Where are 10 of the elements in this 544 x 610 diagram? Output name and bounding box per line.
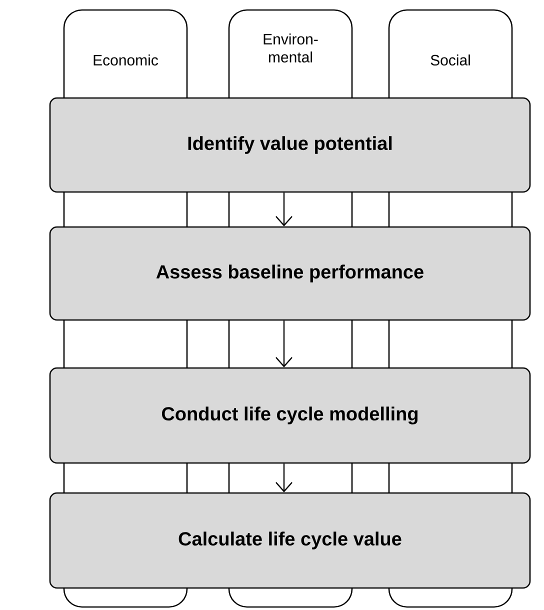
process-box: Identify value potential bbox=[49, 97, 531, 193]
arrow bbox=[276, 192, 292, 226]
process-box: Calculate life cycle value bbox=[49, 492, 531, 589]
column-heading: Environ- mental bbox=[264, 33, 318, 62]
arrow bbox=[276, 320, 292, 368]
column-heading: Social bbox=[430, 54, 470, 66]
column-heading: Economic bbox=[94, 54, 158, 66]
arrow bbox=[276, 464, 292, 492]
process-box: Assess baseline performance bbox=[49, 226, 531, 321]
process-box: Conduct life cycle modelling bbox=[49, 367, 531, 464]
